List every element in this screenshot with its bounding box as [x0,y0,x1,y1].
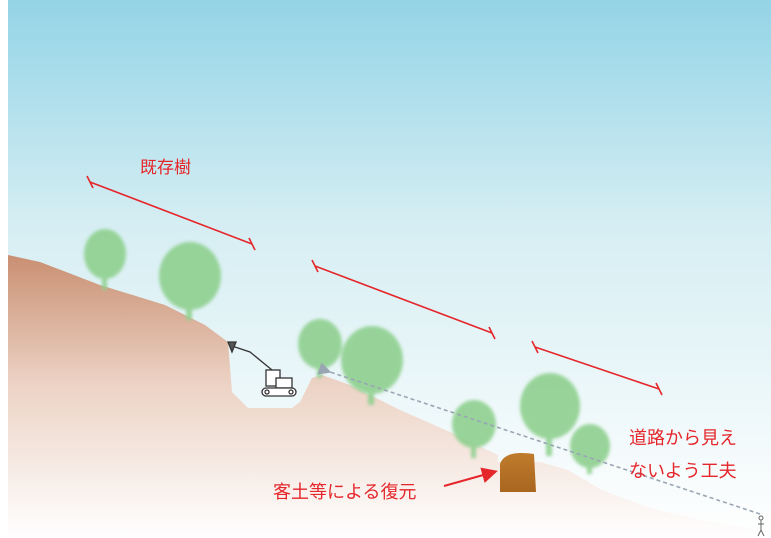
range-bracket [311,259,496,340]
existing-trees [84,229,610,474]
person-icon [757,515,765,537]
soil-restoration-label: 客土等による復元 [273,482,417,503]
tree [452,400,496,458]
existing-trees-label: 既存樹 [140,158,191,178]
tree [341,326,403,405]
soil-pointer-arrow [443,467,498,487]
excavator-icon [227,341,297,397]
hidden-from-road-label-line1: 道路から見え [629,428,737,449]
sightline-arrow [317,362,761,515]
tree [520,373,580,456]
tree [159,242,221,320]
hidden-from-road-label-line2: ないよう工夫 [629,461,737,482]
tree [570,424,610,474]
restored-soil-block [500,453,536,492]
tree [84,229,126,290]
range-bracket [531,340,663,396]
tree-range-brackets [86,175,663,396]
slope-ground [8,255,771,538]
range-bracket [86,175,256,251]
